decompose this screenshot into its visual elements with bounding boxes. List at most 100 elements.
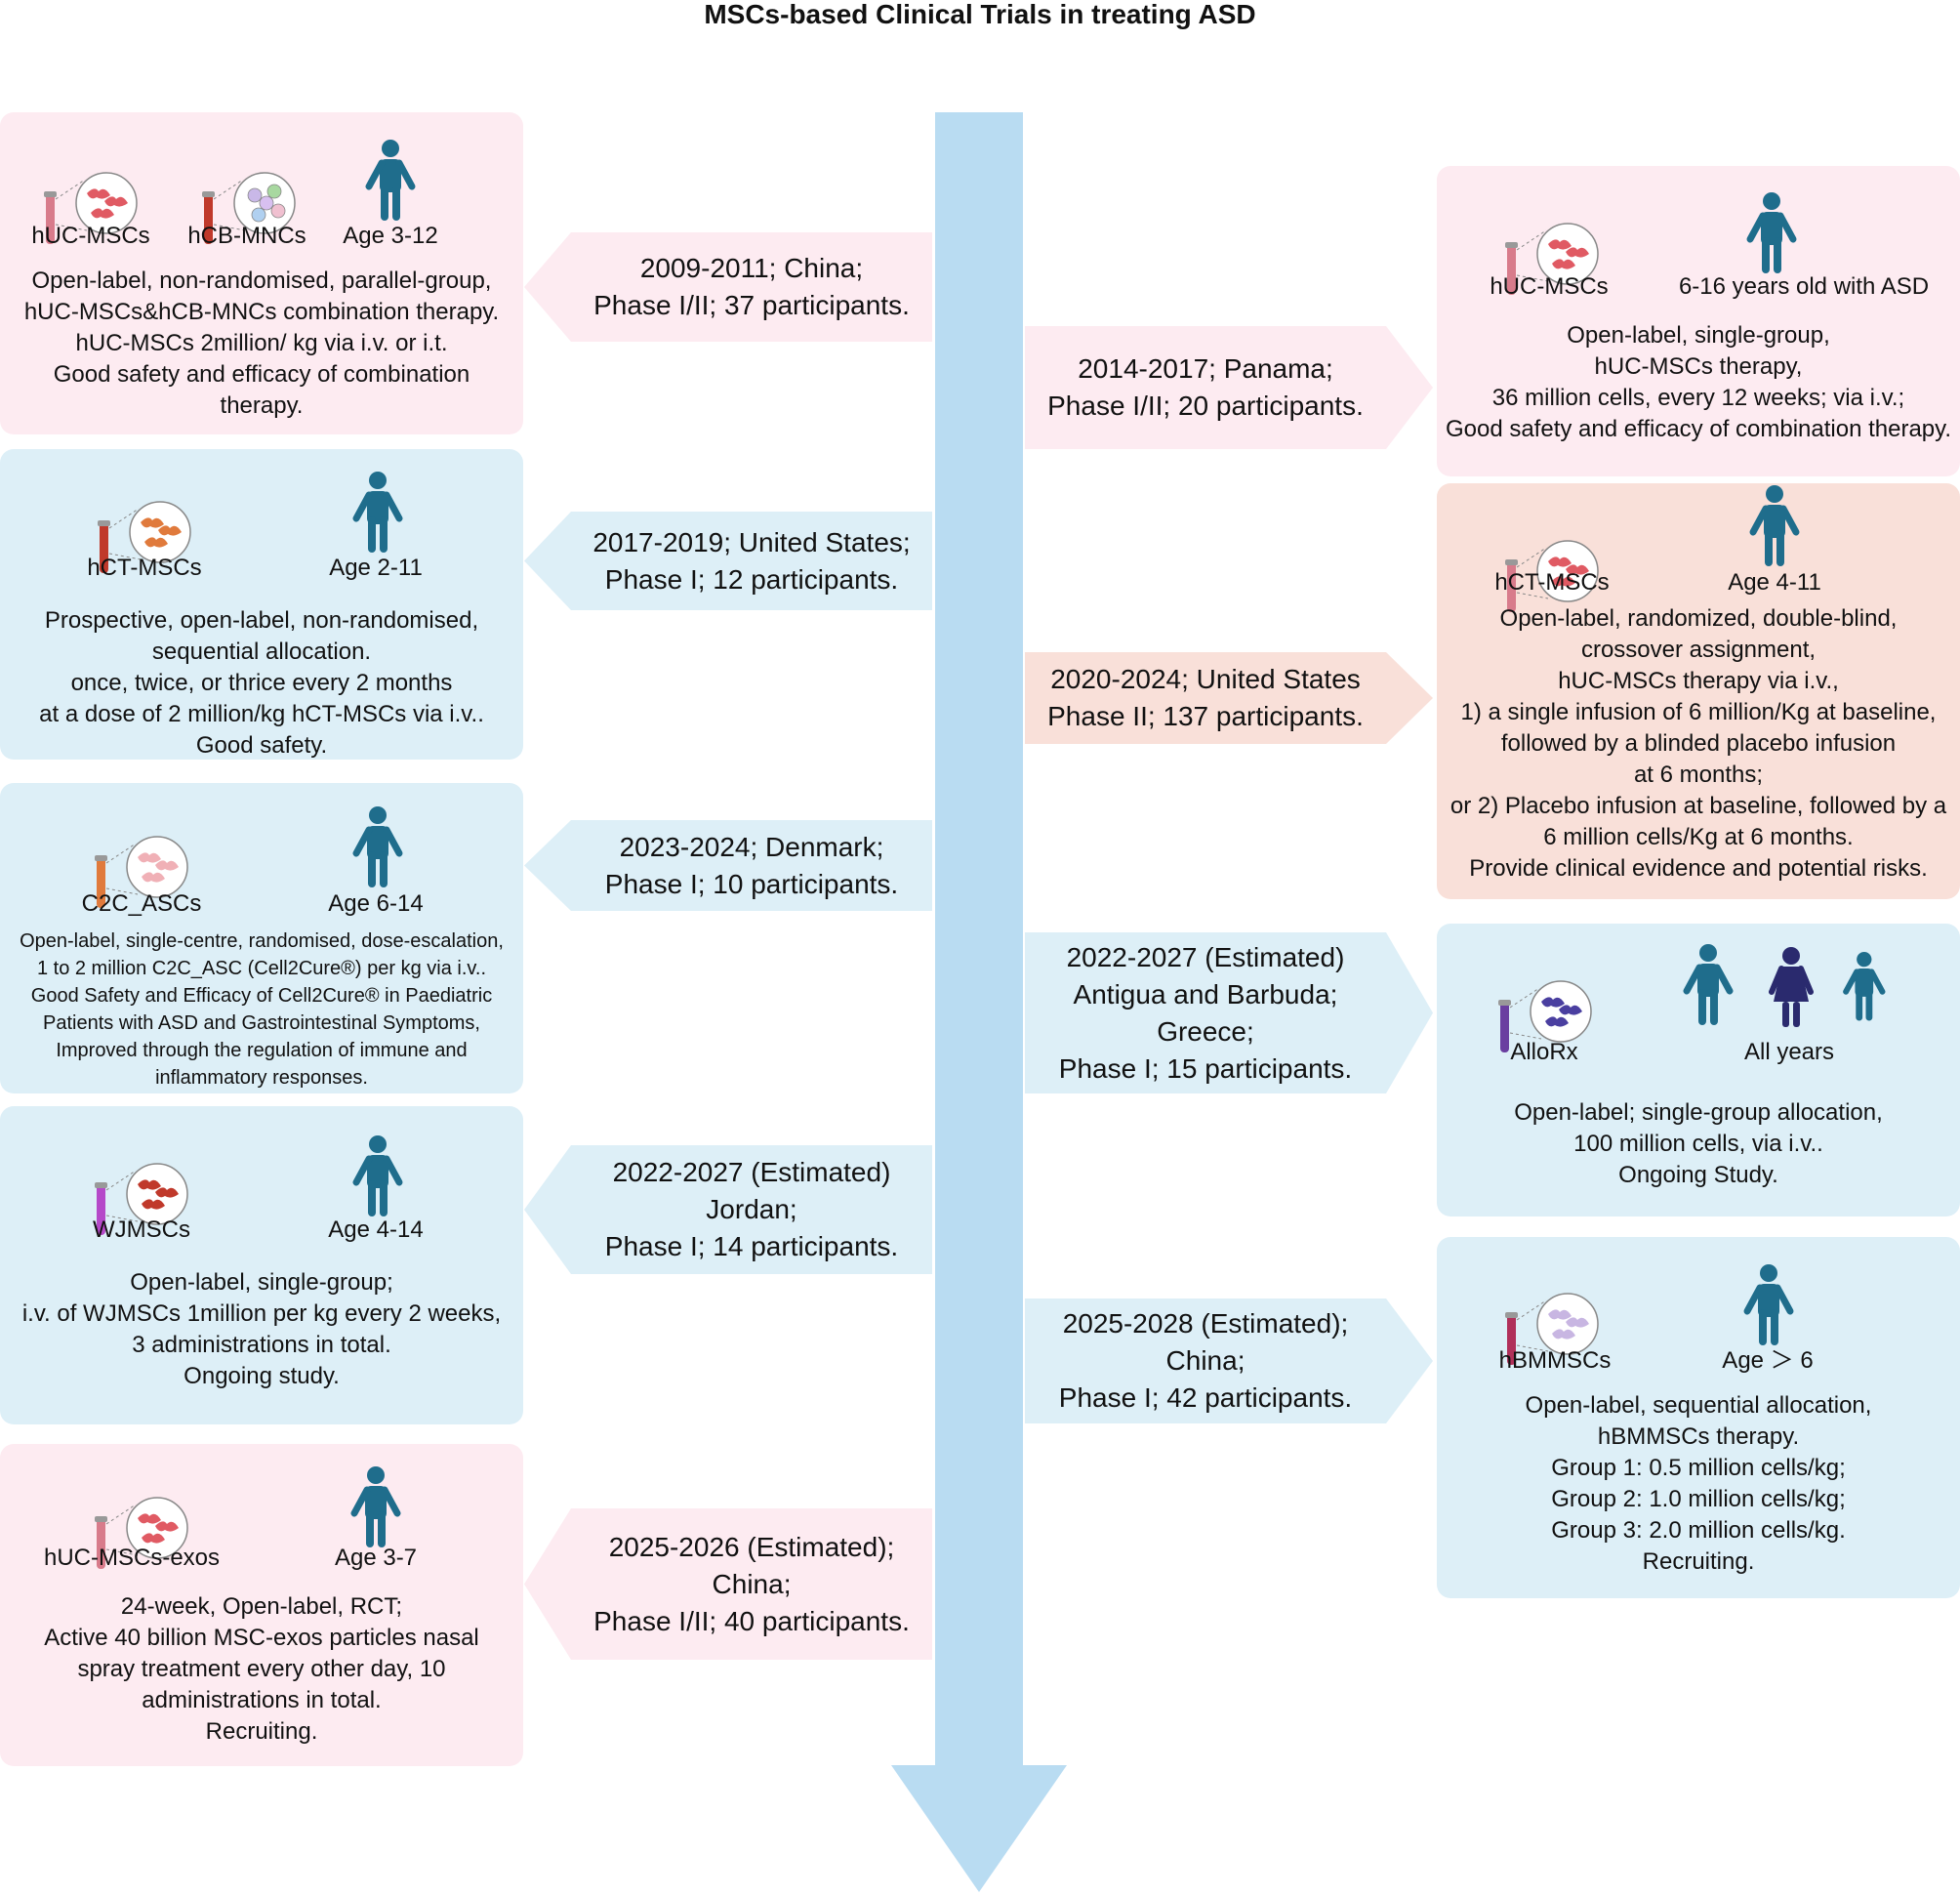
woman-icon <box>1769 947 1814 1027</box>
description-line: Provide clinical evidence and potential … <box>1469 855 1928 882</box>
trial-period-line: Phase I/II; 20 participants. <box>1047 391 1364 421</box>
trial-period-line: 2022-2027 (Estimated) <box>1066 941 1345 972</box>
description-line: hUC-MSCs 2million/ kg via i.v. or i.t. <box>75 330 448 356</box>
icon-label: hCT-MSCs <box>87 555 202 581</box>
icon-label: hUC-MSCs <box>1490 273 1609 300</box>
stem-cells-icon <box>1505 540 1599 612</box>
person-icon <box>1743 1264 1794 1345</box>
person-icon <box>1749 485 1800 566</box>
trial-period-arrow: 2009-2011; China;Phase I/II; 37 particip… <box>524 232 932 342</box>
description-line: 100 million cells, via i.v.. <box>1573 1131 1823 1157</box>
trial-period-line: Greece; <box>1157 1015 1254 1047</box>
icon-label: hUC-MSCs-exos <box>43 1545 221 1571</box>
trial-period-text: 2017-2019; United States; Phase I; 12 par… <box>571 524 932 598</box>
left-trial-card <box>0 1106 523 1424</box>
icon-label: Age 3-12 <box>343 223 438 249</box>
trial-description: Open-label, non-randomised, parallel-gro… <box>0 266 523 422</box>
trial-period-line: 2025-2028 (Estimated); <box>1062 1308 1349 1339</box>
description-line: hUC-MSCs&hCB-MNCs combination therapy. <box>23 299 500 325</box>
description-line: Group 2: 1.0 million cells/kg; <box>1551 1486 1846 1512</box>
description-line: Good Safety and Efficacy of Cell2Cure® i… <box>30 985 493 1007</box>
person-icon <box>1843 952 1886 1021</box>
description-line: followed by a blinded placebo infusion <box>1500 730 1897 757</box>
description-line: Recruiting. <box>205 1718 318 1745</box>
trial-period-arrow: 2025-2026 (Estimated);China;Phase I/II; … <box>524 1508 932 1660</box>
description-line: Group 1: 0.5 million cells/kg; <box>1551 1455 1846 1481</box>
description-line: 24-week, Open-label, RCT; <box>120 1593 403 1620</box>
cord-blood-cells-icon <box>202 172 296 244</box>
icon-label: hBMMSCs <box>1498 1347 1612 1374</box>
description-line: Open-label, single-group, <box>1567 322 1830 349</box>
right-trial-card <box>1437 1237 1960 1598</box>
description-line: Good safety and efficacy of combination … <box>1445 416 1952 442</box>
description-line: or 2) Placebo infusion at baseline, foll… <box>1450 793 1947 819</box>
description-line: 1 to 2 million C2C_ASC (Cell2Cure®) per … <box>36 958 487 979</box>
person-icon <box>1746 192 1797 273</box>
description-line: 1) a single infusion of 6 million/Kg at … <box>1460 699 1937 725</box>
trial-description: Open-label, sequential allocation, hBMMSC… <box>1437 1390 1960 1578</box>
trial-period-arrow: 2017-2019; United States; Phase I; 12 par… <box>524 512 932 610</box>
trial-period-line: Phase I; 42 participants. <box>1058 1382 1353 1413</box>
trial-description: 24-week, Open-label, RCT;Active 40 billi… <box>0 1591 523 1748</box>
trial-period-line: Phase I/II; 37 participants. <box>593 290 910 320</box>
description-line: at a dose of 2 million/kg hCT-MSCs via i… <box>39 701 484 727</box>
description-line: Good safety. <box>195 732 328 759</box>
description-line: Group 3: 2.0 million cells/kg. <box>1551 1517 1846 1544</box>
description-line: hBMMSCs therapy. <box>1597 1423 1800 1450</box>
icon-label: 6-16 years old with ASD <box>1678 273 1930 300</box>
trial-period-line: China; <box>1165 1345 1245 1376</box>
trial-period-arrow: 2022-2027 (Estimated)Antigua and Barbuda… <box>1025 932 1433 1093</box>
icon-label: C2C_ASCs <box>81 890 202 917</box>
description-line: Open-label, sequential allocation, <box>1525 1392 1872 1419</box>
description-line: crossover assignment, <box>1580 637 1817 663</box>
description-line: Ongoing study. <box>184 1363 340 1389</box>
trial-period-text: 2022-2027 (Estimated) Jordan; Phase I; 14 … <box>571 1154 932 1265</box>
icon-label: Age 3-7 <box>334 1545 418 1571</box>
stem-cells-icon <box>1498 980 1592 1052</box>
person-icon <box>365 140 416 221</box>
description-line: hUC-MSCs therapy via i.v., <box>1558 668 1839 694</box>
person-icon <box>352 806 403 887</box>
trial-period-line: China; <box>712 1568 792 1599</box>
icon-label: All years <box>1743 1039 1835 1065</box>
description-line: Open-label, single-group; <box>130 1269 393 1296</box>
description-line: hUC-MSCs therapy, <box>1594 353 1803 380</box>
icon-label: AlloRx <box>1510 1039 1578 1065</box>
description-line: Open-label, randomized, double-blind, <box>1499 605 1898 632</box>
right-trial-card <box>1437 166 1960 476</box>
icon-label: WJMSCs <box>93 1216 190 1243</box>
description-line: inflammatory responses. <box>155 1067 368 1089</box>
trial-period-line: 2023-2024; Denmark; <box>619 831 884 862</box>
trial-period-line: 2017-2019; United States; <box>592 526 911 557</box>
person-icon <box>350 1466 401 1547</box>
trial-description: Open-label, single-group; i.v. of WJMSCs … <box>0 1267 523 1392</box>
left-trial-card <box>0 1444 523 1766</box>
icon-label: hUC-MSCs <box>31 223 150 249</box>
trial-description: Open-label, randomized, double-blind, cro… <box>1437 603 1960 885</box>
description-line: Improved through the regulation of immun… <box>56 1040 468 1061</box>
icon-label: hCT-MSCs <box>1494 569 1610 596</box>
trial-period-line: Phase I; 12 participants. <box>604 563 899 595</box>
trial-description: Open-label; single-group allocation,100 … <box>1437 1097 1960 1191</box>
trial-description: Prospective, open-label, non-randomised,… <box>0 605 523 762</box>
trial-period-line: 2014-2017; Panama; <box>1078 353 1333 384</box>
stem-cells-icon <box>95 1163 188 1235</box>
stem-cells-icon <box>44 172 138 244</box>
trial-period-line: Jordan; <box>706 1194 797 1224</box>
description-line: Ongoing Study. <box>1618 1162 1778 1188</box>
diagram-title: MSCs-based Clinical Trials in treating A… <box>704 0 1256 29</box>
left-trial-card <box>0 112 523 434</box>
trial-period-line: 2022-2027 (Estimated) <box>612 1157 891 1187</box>
description-line: i.v. of WJMSCs 1million per kg every 2 w… <box>21 1300 502 1327</box>
person-icon <box>1683 944 1734 1025</box>
description-line: spray treatment every other day, 10 <box>77 1656 446 1682</box>
description-line: Open-label, single-centre, randomised, d… <box>20 930 504 952</box>
trial-period-line: Phase II; 137 participants. <box>1047 701 1364 731</box>
icon-label: Age 4-11 <box>1728 569 1821 596</box>
trial-period-line: Phase I/II; 40 participants. <box>593 1605 910 1636</box>
description-line: at 6 months; <box>1633 762 1764 788</box>
trial-period-line: Phase I; 14 participants. <box>604 1231 899 1261</box>
description-line: Good safety and efficacy of combination <box>53 361 470 388</box>
description-line: 3 administrations in total. <box>132 1332 391 1358</box>
